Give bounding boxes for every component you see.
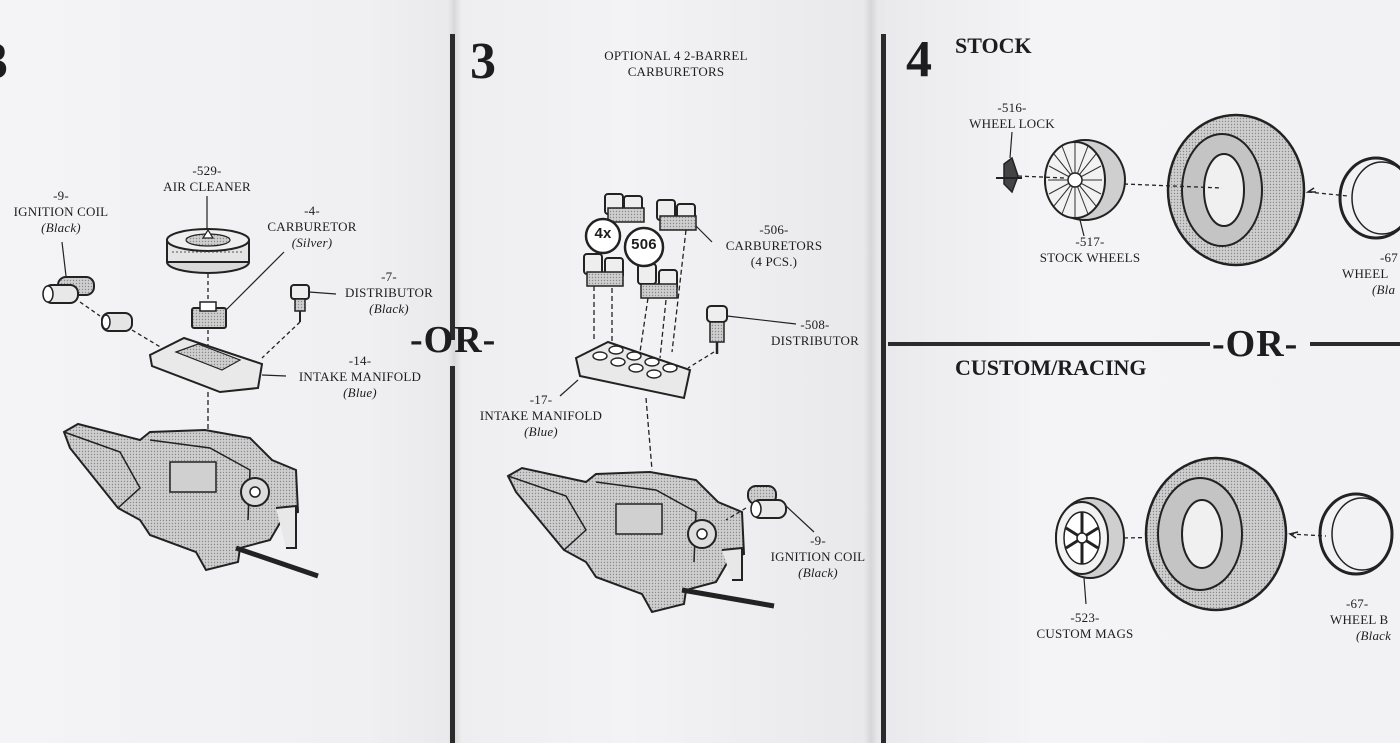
part-label-custom-mags: -523- CUSTOM MAGS [1036,610,1134,641]
section-heading: CUSTOM/RACING [955,355,1147,380]
distributor-part [687,305,797,369]
part-label-wheel-back: -67- WHEEL B (Black [1330,596,1392,643]
ignition-coil-part [725,485,815,533]
section-divider [888,342,1210,346]
custom-mags-part [1055,497,1213,605]
wheel-lock-part [996,131,1022,194]
or-divider: -OR- [1212,323,1299,365]
step-divider [450,34,455,340]
right-page [885,0,1400,743]
air-cleaner-part [166,196,250,274]
part-number-badge: 506 [631,236,657,253]
part-label-carburetor: -4- CARBURETOR (Silver) [267,203,357,250]
carburetors-part [583,193,713,359]
wheel-back-part [1338,156,1400,240]
carburetor-part [191,251,285,350]
quantity-badge: 4x [594,225,612,242]
part-label-ignition-coil: -9- IGNITION COIL (Black) [13,188,109,235]
quantity-badges [584,217,665,268]
part-label-wheel-back: -67 WHEEL (Bla [1342,250,1398,297]
step-divider [881,34,886,743]
part-label-intake-manifold: -14- INTAKE MANIFOLD (Blue) [298,353,422,400]
section-divider [1310,342,1400,346]
step-divider [450,366,455,743]
part-label-carburetors: -506- CARBURETORS (4 PCS.) [725,222,823,269]
step-number: 3 [470,33,496,90]
intake-manifold-part [148,336,287,440]
distributor-part [261,284,337,359]
stock-wheel-part [1017,139,1126,237]
part-label-ignition-coil: -9- IGNITION COIL (Black) [770,533,866,580]
wheel-back-part [1318,492,1394,576]
engine-block [506,466,775,614]
intake-manifold-part [559,340,692,471]
tire-part [1123,113,1349,267]
page-fold [864,0,878,743]
step-number: 3 [0,36,8,88]
part-label-air-cleaner: -529- AIR CLEANER [163,163,251,194]
ignition-coil-part [42,241,163,349]
step-number: 4 [906,31,932,88]
or-divider: -OR- [410,319,497,361]
part-label-intake-manifold: -17- INTAKE MANIFOLD (Blue) [479,392,603,439]
tire-part [1144,456,1327,612]
step-subtitle: OPTIONAL 4 2-BARREL CARBURETORS [604,48,748,79]
engine-block [62,422,319,579]
part-label-wheel-lock: -516- WHEEL LOCK [969,100,1055,131]
step-title: STOCK [955,33,1032,58]
part-label-distributor: -7- DISTRIBUTOR (Black) [345,269,433,316]
part-label-stock-wheels: -517- STOCK WHEELS [1039,234,1141,265]
part-label-distributor: -508- DISTRIBUTOR [771,317,859,348]
